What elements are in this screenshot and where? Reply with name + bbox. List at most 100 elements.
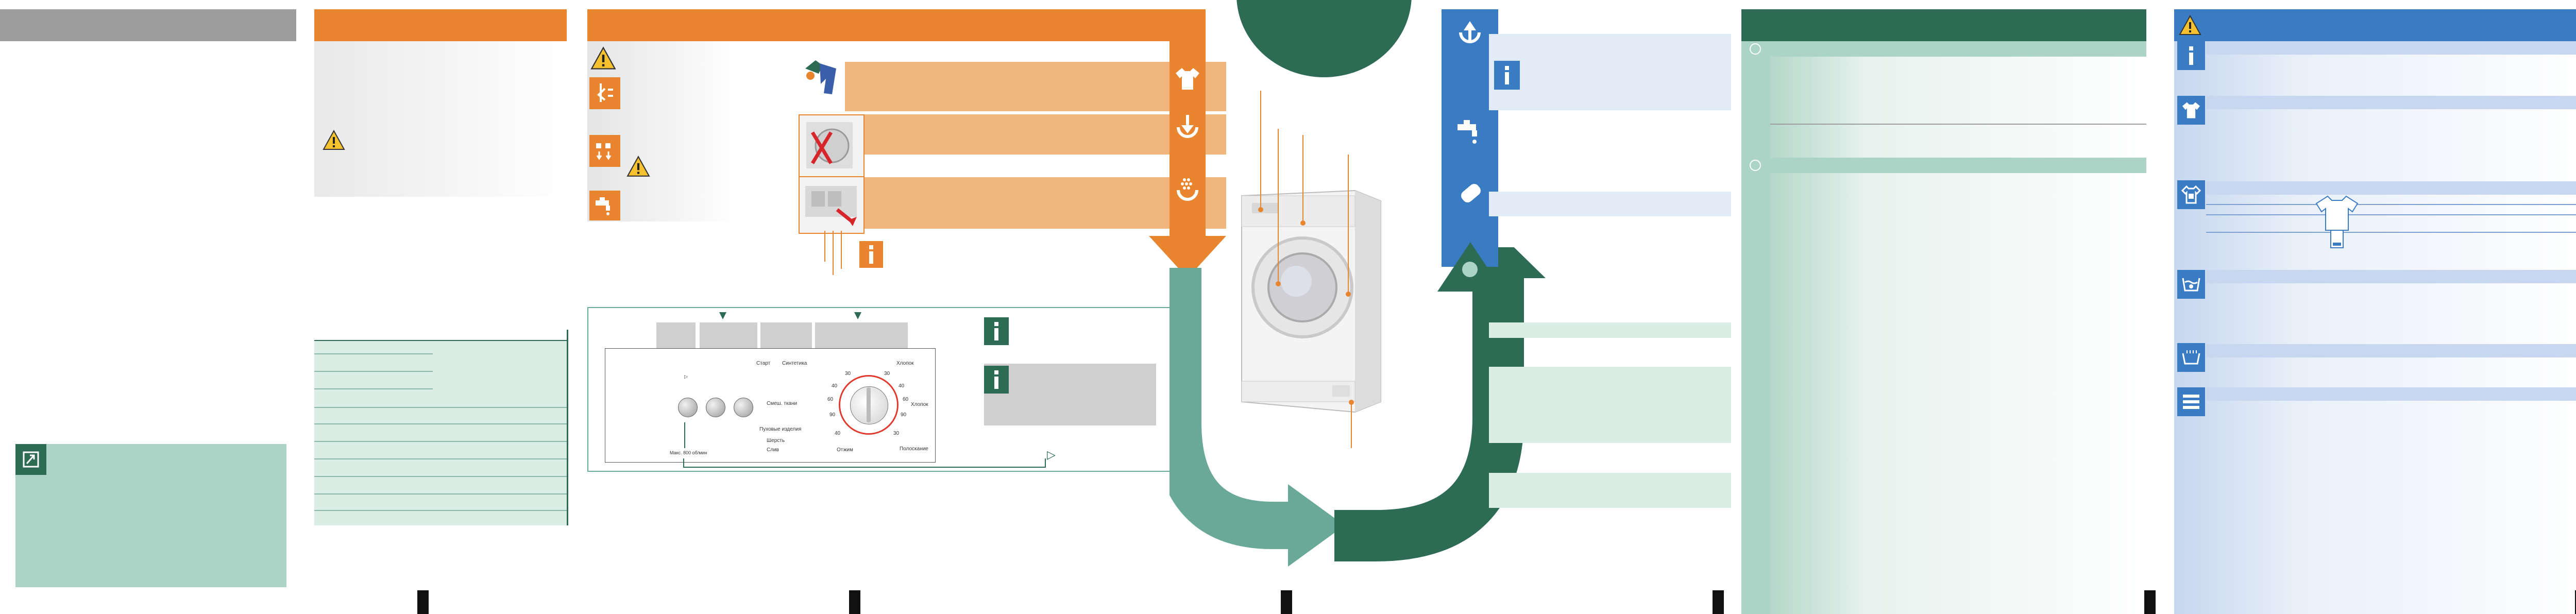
section-band: [2206, 344, 2576, 357]
washing-machine-illustration: [1241, 190, 1381, 413]
panel-2-content-box: [314, 41, 567, 197]
callout-line: [1302, 135, 1303, 223]
knob-grip: [867, 387, 871, 422]
panel-label-slot: [760, 322, 812, 348]
note-band: [1489, 192, 1731, 216]
panel-6-header-bar: [1741, 9, 2146, 41]
wash-tub-icon: [2177, 343, 2205, 372]
section-bullet: [1750, 43, 1761, 55]
callout-dot: [1346, 292, 1351, 297]
panel-label-slot: [815, 322, 908, 348]
panel-2: [0, 0, 860, 614]
callout-line: [824, 231, 825, 262]
dial-temp: 40: [835, 431, 841, 436]
panel-6: [1741, 0, 2154, 614]
info-icon: [1494, 61, 1520, 90]
crop-mark: [417, 590, 429, 614]
dial-label: Отжим: [837, 447, 853, 453]
dial-temp: 40: [899, 383, 905, 389]
care-label-icon: [2177, 180, 2205, 209]
dial-temp: 60: [827, 397, 834, 402]
step-band-detergent: [865, 177, 1226, 229]
crop-mark: [2575, 590, 2576, 614]
caption-arrow: [684, 422, 685, 448]
top-arc: [1236, 0, 1412, 77]
crop-mark: [1713, 590, 1724, 614]
dial-temp: 30: [893, 431, 900, 436]
callout-line: [841, 231, 842, 269]
table-rule: [314, 476, 567, 477]
table-rule: [314, 388, 433, 389]
detergent-drawer-illustration: [799, 176, 865, 234]
table-rule: [314, 441, 567, 442]
transport-bolts-icon: [589, 135, 620, 167]
crop-mark: [849, 590, 860, 614]
start-button[interactable]: [678, 398, 698, 417]
info-note-box: [984, 364, 1156, 425]
section-band: [2206, 96, 2576, 109]
panel-6-gradient-column: [1741, 41, 2154, 614]
panel-pointer: [854, 312, 861, 319]
dial-temp: 90: [901, 412, 907, 418]
finish-arrow-dot: [1462, 262, 1478, 277]
panel-label-slot: [656, 322, 696, 348]
tip-box: [15, 444, 286, 587]
section-band: [2206, 270, 2576, 283]
info-icon: [2177, 41, 2205, 70]
note-band: [1489, 322, 1731, 338]
panel-7: [2174, 0, 2576, 614]
dial-temp: 30: [884, 371, 890, 377]
panel-1-header-bar: [0, 9, 296, 41]
step-band-load: [865, 114, 1226, 155]
eco-tip-icon: [15, 444, 46, 475]
crop-mark: [2144, 590, 2156, 614]
detergent-dots-icon: [1170, 172, 1206, 208]
table-rule: [314, 371, 433, 372]
play-triangle-icon: ▷: [1047, 448, 1056, 461]
info-icon: [859, 241, 883, 268]
dial-label: Пуховые изделия: [759, 427, 802, 432]
step-band-sort: [845, 62, 1226, 111]
option-button[interactable]: [734, 398, 753, 417]
crop-mark: [1281, 590, 1292, 614]
panel-label-slot: [700, 322, 757, 348]
callout-dot: [1276, 281, 1281, 286]
callout-line: [1348, 155, 1349, 294]
panel-7-gradient-column: [2174, 41, 2576, 614]
note-band: [1489, 473, 1731, 508]
dial-temp: 90: [829, 412, 836, 418]
panel-1: [0, 0, 429, 614]
table-rule: [314, 493, 567, 494]
dial-label: Смеш. ткани: [767, 401, 798, 406]
plug-electric-icon: [589, 77, 620, 109]
callout-dot: [1258, 207, 1263, 212]
dial-temp: 30: [845, 371, 851, 377]
arrow-up-unload-icon: [1452, 14, 1488, 50]
panel-pointer: [719, 312, 726, 319]
warning-triangle-icon: [323, 129, 345, 151]
callout-line: [1351, 402, 1352, 448]
wash-basin-icon: [2177, 270, 2205, 299]
section-band: [1770, 158, 2146, 173]
table-rule: [2206, 232, 2576, 233]
water-tap-icon: [1452, 113, 1488, 149]
panel-2-header-bar: [314, 9, 567, 41]
table-rule: [314, 423, 567, 424]
dial-label: Полоскание: [900, 446, 928, 452]
warning-triangle-icon: [2178, 13, 2202, 37]
section-band: [2206, 387, 2576, 401]
table-rule: [314, 340, 567, 341]
table-rule: [314, 458, 567, 459]
table-rule: [2206, 204, 2576, 205]
panel-bracket: [683, 458, 1046, 468]
info-icon: [984, 366, 1009, 394]
start-symbol: ▷: [684, 374, 688, 379]
table-rule: [2206, 214, 2576, 215]
note-band: [1489, 367, 1731, 443]
spin-button[interactable]: [706, 398, 725, 417]
dial-label: Шерсть: [767, 438, 785, 444]
table-rule: [314, 407, 567, 408]
tshirt-icon: [1170, 61, 1206, 97]
dial-label: Хлопок: [896, 361, 914, 366]
dial-label: Старт: [756, 361, 771, 366]
